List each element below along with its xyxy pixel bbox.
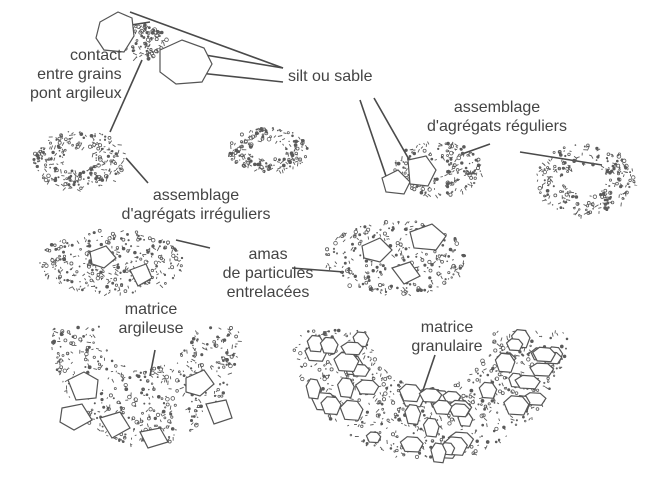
clay-matrix-grain-5 bbox=[206, 400, 232, 424]
granular-matrix-grain bbox=[433, 400, 452, 414]
clay-matrix-grain-2 bbox=[60, 404, 92, 430]
granular-matrix-grain bbox=[515, 375, 540, 388]
particle-texture bbox=[32, 23, 637, 460]
granular-matrix-grain bbox=[338, 378, 355, 398]
label-assemblage-irreguliers: assemblage d'agrégats irréguliers bbox=[106, 186, 286, 224]
granular-matrix-grain bbox=[366, 432, 380, 443]
irregular-aggregate-right-texture bbox=[228, 127, 308, 173]
mass-grain-3 bbox=[362, 238, 392, 262]
label-silt-ou-sable: silt ou sable bbox=[288, 67, 373, 86]
sand-grain-4 bbox=[408, 156, 436, 186]
granular-matrix-grain bbox=[356, 380, 379, 394]
granular-matrix-grain bbox=[320, 337, 338, 353]
granular-matrix-grain bbox=[400, 437, 423, 452]
granular-matrix-grain bbox=[405, 405, 421, 425]
sand-grain-2 bbox=[160, 40, 212, 84]
label-matrice-argileuse: matrice argileuse bbox=[96, 300, 206, 338]
leader-irregular-agg bbox=[126, 158, 148, 183]
regular-aggregate-right-texture bbox=[537, 144, 637, 219]
label-contact-entre-grains: contact entre grains pont argileux bbox=[30, 46, 122, 103]
granular-matrix-grain bbox=[431, 443, 446, 463]
mass-grain-1 bbox=[90, 246, 116, 268]
granular-matrix-grain bbox=[424, 418, 440, 437]
granular-matrix-grain bbox=[340, 400, 363, 420]
leader-regular-agg-1 bbox=[462, 144, 490, 154]
particle-mass-right-texture bbox=[325, 220, 466, 295]
granular-matrix-grain bbox=[399, 384, 421, 401]
granular-matrix-grain bbox=[507, 339, 523, 351]
granular-matrix-grain bbox=[449, 404, 470, 417]
granular-matrix-grain bbox=[479, 382, 496, 398]
granular-matrix-grain bbox=[321, 397, 341, 415]
label-assemblage-reguliers: assemblage d'agrégats réguliers bbox=[412, 98, 582, 136]
leader-silt-grain-4 bbox=[360, 100, 388, 182]
label-matrice-granulaire: matrice granulaire bbox=[392, 318, 502, 356]
granular-matrix-grain bbox=[341, 342, 363, 355]
mass-grain-4 bbox=[410, 224, 446, 250]
granular-matrix-grain bbox=[530, 363, 554, 376]
mass-grain-5 bbox=[392, 262, 420, 284]
regular-aggregate-left-texture bbox=[394, 142, 483, 199]
irregular-aggregate-left-texture bbox=[32, 131, 125, 191]
label-amas-particules: amas de particules entrelacées bbox=[198, 245, 338, 302]
clay-matrix-grain-1 bbox=[68, 372, 98, 400]
clay-matrix-grain-4 bbox=[186, 370, 214, 396]
granular-matrix-grain bbox=[306, 379, 320, 399]
